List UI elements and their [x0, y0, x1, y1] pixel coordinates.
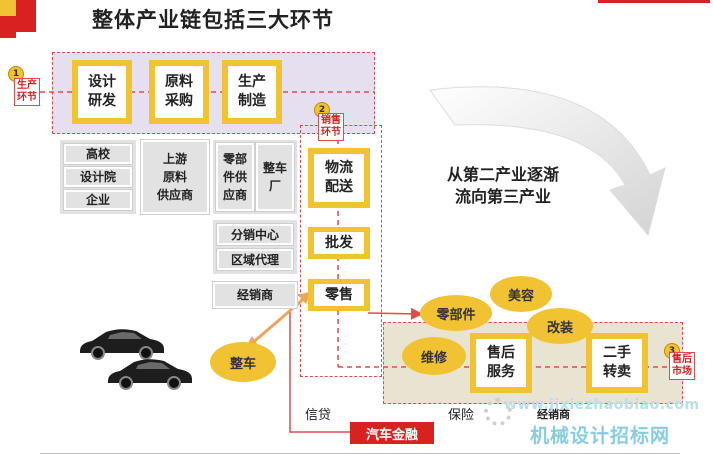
manufacturing-box: 生产 制造 — [222, 60, 282, 124]
top-right-bar — [598, 0, 710, 3]
stage-aftermarket-label: 售后 市场 — [669, 352, 695, 380]
credit-label: 信贷 — [305, 408, 332, 423]
regional-agent-box: 区域代理 — [217, 249, 293, 270]
box-label: 售后 服务 — [476, 339, 526, 387]
retail-to-parts-arrow — [367, 307, 423, 320]
modification-oval: 改装 — [527, 308, 593, 344]
stage-sales-label: 销售 环节 — [318, 113, 344, 141]
box-label: 批发 — [314, 232, 364, 254]
page-title: 整体产业链包括三大环节 — [92, 8, 334, 32]
retail-box: 零售 — [308, 279, 370, 311]
watermark-url: www.jixiezhaobiao.com — [504, 397, 700, 413]
material-purchase-box: 原料 采购 — [149, 60, 209, 124]
repair-oval: 维修 — [402, 337, 466, 375]
watermark-name: 机械设计招标网 — [530, 425, 671, 447]
upstream-suppliers-box: 上游 原料 供应商 — [141, 140, 209, 214]
box-label: 设计 研发 — [78, 66, 126, 118]
stage-label: 售后 市场 — [669, 352, 695, 380]
distribution-center-box: 分销中心 — [217, 224, 293, 245]
logistics-box: 物流 配送 — [308, 148, 370, 208]
car-icon — [80, 329, 164, 360]
box-label: 生产 制造 — [228, 66, 276, 118]
used-car-box: 二手 转卖 — [586, 333, 648, 393]
wholesale-box: 批发 — [308, 227, 370, 259]
design-institutes-box: 设计院 — [64, 167, 132, 187]
box-label: 原料 采购 — [155, 66, 203, 118]
box-label: 二手 转卖 — [592, 339, 642, 387]
auto-finance-tag: 汽车金融 — [350, 422, 434, 444]
parts-suppliers-box: 零部 件供 应商 — [216, 143, 254, 211]
bottom-divider — [40, 453, 680, 454]
design-rd-box: 设计 研发 — [72, 60, 132, 124]
schools-box: 高校 — [64, 144, 132, 164]
car-icon — [108, 359, 192, 390]
transition-text: 从第二产业逐渐 流向第三产业 — [446, 165, 559, 206]
beauty-oval: 美容 — [490, 276, 552, 312]
box-label: 零售 — [314, 284, 364, 306]
finance-bottom-link — [289, 395, 350, 433]
insurance-label: 保险 — [448, 408, 475, 423]
after-service-box: 售后 服务 — [470, 333, 532, 393]
whole-vehicle-oval: 整车 — [210, 342, 276, 382]
gear-icon — [484, 398, 512, 426]
dealer-fragment-label: 经销商 — [537, 408, 570, 421]
oem-box: 整车 厂 — [256, 143, 294, 211]
parts-oval: 零部件 — [420, 295, 492, 331]
stage-production-label: 生产 环节 — [14, 78, 40, 106]
transition-arrow — [429, 86, 666, 237]
enterprises-box: 企业 — [64, 190, 132, 210]
corner-logo — [0, 0, 50, 38]
dealer-box: 经销商 — [213, 282, 297, 308]
stage-label: 生产 环节 — [14, 78, 40, 106]
box-label: 物流 配送 — [314, 154, 364, 202]
stage-label: 销售 环节 — [318, 113, 344, 141]
